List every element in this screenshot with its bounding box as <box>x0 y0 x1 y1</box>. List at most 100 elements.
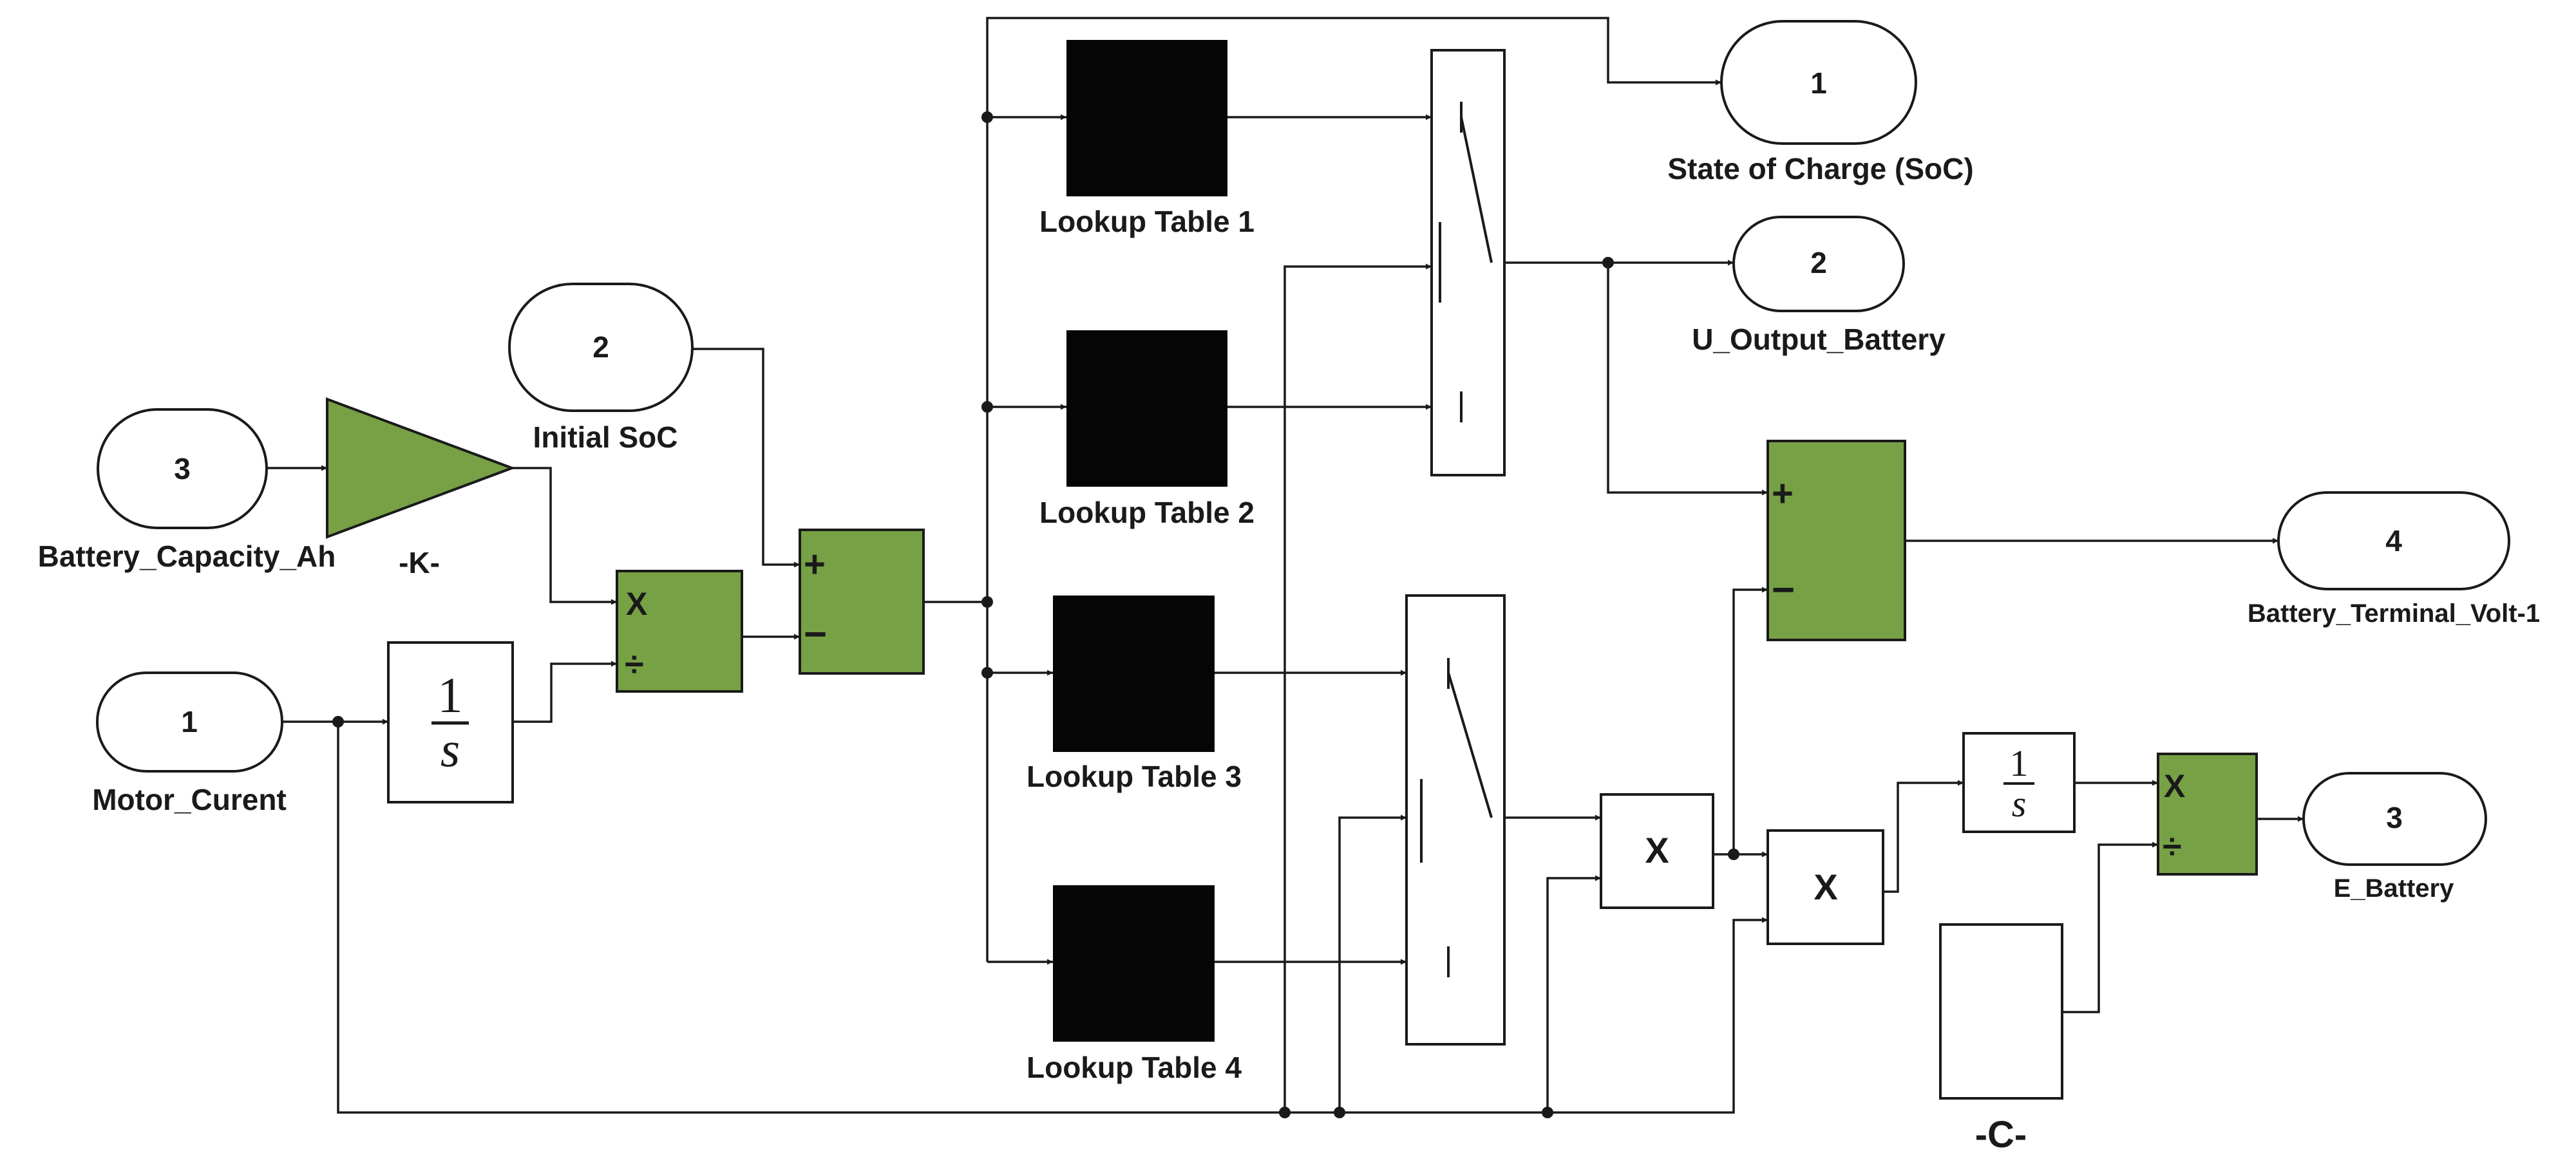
outport-label: State of Charge (SoC) <box>1667 152 1973 185</box>
multiply-sign: X <box>2164 768 2185 804</box>
wire-gain-to-divide <box>512 467 617 605</box>
lookup-table-3[interactable]: Lookup Table 3 <box>1027 596 1242 793</box>
gain-label: -K- <box>399 546 440 579</box>
wire-integrator-to-divide <box>513 661 617 723</box>
inport-number: 1 <box>181 705 198 738</box>
integrator-denominator: s <box>440 721 460 777</box>
divide-sign: ÷ <box>2163 827 2182 866</box>
junction-dot <box>981 596 993 608</box>
minus-sign: − <box>804 612 827 657</box>
lookup-table-box[interactable] <box>1053 596 1215 752</box>
junction-dots <box>332 111 1739 1118</box>
junction-dot <box>1602 257 1614 268</box>
product-block-1[interactable]: X <box>1600 793 1714 909</box>
lookup-table-label: Lookup Table 2 <box>1039 496 1255 529</box>
gain-block[interactable]: -K- <box>326 397 516 579</box>
switch-arm <box>1460 117 1493 263</box>
product-symbol: X <box>1814 867 1837 907</box>
inport-shape[interactable] <box>96 671 283 773</box>
integrator-numerator: 1 <box>438 667 463 723</box>
divide-block[interactable]: X ÷ <box>616 570 743 693</box>
sum-box[interactable] <box>799 529 925 675</box>
constant-label: -C- <box>1975 1114 2027 1156</box>
outport-number: 2 <box>1810 246 1827 279</box>
wire-product2-to-integrator2 <box>1883 780 1964 893</box>
product-block-2[interactable]: X <box>1766 829 1884 945</box>
inport-battery-capacity[interactable]: 3 Battery_Capacity_Ah <box>38 408 336 573</box>
signal-wires <box>267 17 2304 1114</box>
product-box[interactable] <box>1600 793 1714 909</box>
lookup-table-2[interactable]: Lookup Table 2 <box>1039 330 1255 529</box>
integrator-block[interactable]: 1 s <box>387 641 514 803</box>
outport-label: E_Battery <box>2334 874 2455 903</box>
outport-shape[interactable] <box>2302 772 2487 866</box>
outport-shape[interactable] <box>2277 491 2510 590</box>
inport-shape[interactable] <box>508 283 694 412</box>
wire-current-bus <box>337 722 1768 1114</box>
constant-box[interactable] <box>1939 923 2063 1100</box>
outport-number: 3 <box>2386 801 2403 834</box>
inport-label: Initial SoC <box>533 420 678 454</box>
inport-motor-current[interactable]: 1 Motor_Curent <box>92 671 287 816</box>
junction-dot <box>981 667 993 679</box>
divide-box[interactable] <box>2157 753 2258 876</box>
sum-block-terminal[interactable]: + − <box>1766 440 1906 641</box>
gain-triangle[interactable] <box>326 397 516 539</box>
integrator-numerator: 1 <box>2010 742 2029 784</box>
junction-dot <box>1542 1107 1553 1118</box>
plus-sign: + <box>804 543 826 585</box>
outport-shape[interactable] <box>1732 216 1905 312</box>
inport-label: Battery_Capacity_Ah <box>38 540 336 573</box>
wire-u-to-terminal-sum <box>1607 263 1768 496</box>
inport-shape[interactable] <box>97 408 268 529</box>
minus-sign: − <box>1772 568 1795 612</box>
outport-number: 1 <box>1810 66 1827 100</box>
lookup-table-1[interactable]: Lookup Table 1 <box>1039 40 1255 238</box>
constant-block[interactable]: -C- <box>1939 923 2063 1156</box>
outport-u-output[interactable]: 2 U_Output_Battery <box>1692 216 1946 356</box>
lookup-table-label: Lookup Table 1 <box>1039 205 1255 238</box>
inport-initial-soc[interactable]: 2 Initial SoC <box>508 283 694 454</box>
switch-box[interactable] <box>1405 594 1506 1046</box>
lookup-table-label: Lookup Table 3 <box>1027 760 1242 793</box>
outport-shape[interactable] <box>1720 20 1917 145</box>
wire-product1-to-terminal-sum <box>1732 587 1768 854</box>
outport-soc[interactable]: 1 State of Charge (SoC) <box>1667 20 1974 185</box>
wire-current-to-product1 <box>1546 875 1601 1112</box>
junction-dot <box>1279 1107 1291 1118</box>
wire-constant-to-divide2 <box>2062 841 2158 1013</box>
integrator-denominator: s <box>2012 783 2027 825</box>
outport-terminal-volt[interactable]: 4 Battery_Terminal_Volt-1 <box>2248 491 2540 628</box>
junction-dot <box>1728 849 1739 860</box>
divide-block-energy[interactable]: X ÷ <box>2157 753 2258 876</box>
lookup-table-label: Lookup Table 4 <box>1027 1051 1242 1084</box>
sum-block-soc[interactable]: + − <box>799 529 925 675</box>
lookup-table-4[interactable]: Lookup Table 4 <box>1027 885 1242 1084</box>
outport-e-battery[interactable]: 3 E_Battery <box>2302 772 2487 903</box>
inport-number: 2 <box>592 330 609 364</box>
switch-box[interactable] <box>1430 49 1506 476</box>
lookup-table-box[interactable] <box>1066 40 1227 196</box>
wire-current-to-switch2-ctrl <box>1338 814 1406 1112</box>
product-box[interactable] <box>1766 829 1884 945</box>
plus-sign: + <box>1772 473 1794 514</box>
wire-soc-to-outport <box>986 17 1721 117</box>
wire-current-to-switch1-ctrl <box>1283 263 1432 1112</box>
junction-dot <box>332 716 344 727</box>
junction-dot <box>981 401 993 413</box>
multiply-sign: X <box>626 586 647 622</box>
outport-label: U_Output_Battery <box>1692 323 1946 356</box>
switch-block-lower[interactable] <box>1405 594 1506 1046</box>
junction-dot <box>1334 1107 1345 1118</box>
integrator-block-energy[interactable]: 1 s <box>1962 732 2076 833</box>
lookup-table-box[interactable] <box>1066 330 1227 487</box>
sum-box[interactable] <box>1766 440 1906 641</box>
product-symbol: X <box>1645 830 1669 870</box>
lookup-table-box[interactable] <box>1053 885 1215 1042</box>
divide-box[interactable] <box>616 570 743 693</box>
outport-number: 4 <box>2385 524 2402 558</box>
inport-label: Motor_Curent <box>92 783 287 816</box>
switch-block-upper[interactable] <box>1430 49 1506 476</box>
switch-arm <box>1447 672 1493 818</box>
inport-number: 3 <box>174 452 191 485</box>
